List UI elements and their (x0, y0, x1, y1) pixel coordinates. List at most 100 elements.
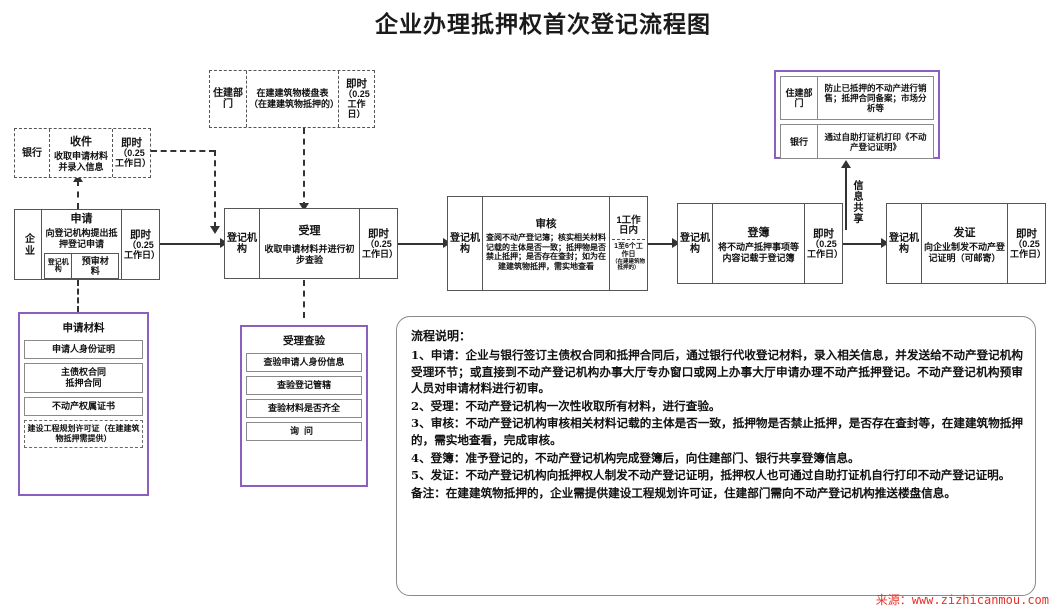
node-accept-time-sub: （0.25工作日） (362, 238, 399, 259)
node-review-time: 1工作日内 1至6个工作日 （在建建筑物抵押的） (609, 197, 647, 290)
explanation-line-4: 4、登簿：准予登记的，不动产登记机构完成登簿后，向住建部门、银行共享登簿信息。 (411, 450, 860, 465)
material-item-2: 主债权合同 抵押合同 (24, 363, 143, 393)
node-enterprise-apply-heading: 申请 (70, 213, 93, 225)
connector-accept-to-review (398, 243, 446, 245)
node-issue: 登记机构 发证 向企业制发不动产登记证明（可邮寄） 即时 （0.25工作日） (886, 203, 1046, 284)
node-prereview-actor: 登记机构 (47, 258, 69, 274)
explanation-line-2: 2、受理：不动产登记机构一次性收取所有材料，进行查验。 (411, 398, 721, 413)
node-issue-body: 发证 向企业制发不动产登记证明（可邮寄） (921, 204, 1007, 283)
node-accept-actor: 登记机构 (227, 232, 257, 255)
node-housing-dept-desc: 在建建筑物楼盘表（在建建筑物抵押的） (249, 88, 340, 109)
node-record-time-main: 即时 (813, 227, 834, 240)
node-review-time-alt-value: 1至6个工作日 (614, 242, 643, 258)
application-materials-title: 申请材料 (62, 322, 105, 334)
node-bank-receive-time-main: 即时 (121, 137, 142, 149)
node-bank-receive-heading: 收件 (70, 136, 92, 148)
material-item-4: 建设工程规划许可证（在建建筑物抵押需提供） (24, 420, 143, 448)
node-bank-receive-time-sub: （0.25工作日） (115, 148, 152, 168)
explanation-line-1: 1、申请：企业与银行签订主债权合同和抵押合同后，通过银行代收登记材料，录入相关信… (411, 348, 1023, 396)
node-enterprise-apply-actor: 企业 (22, 232, 34, 257)
node-enterprise-apply-desc: 向登记机构提出抵押登记申请 (45, 228, 118, 249)
explanation-line-6: 备注：在建建筑物抵押的，企业需提供建设工程规划许可证，住建部门需向不动产登记机构… (411, 485, 956, 500)
connector-bank-down (214, 150, 216, 228)
accept-check-item-3: 查验材料是否齐全 (246, 399, 362, 418)
info-share-row-housing: 住建部门 防止已抵押的不动产进行销售；抵押合同备案；市场分析等 (780, 76, 934, 120)
info-share-housing-actor: 住建部门 (781, 77, 818, 119)
accept-check-item-2: 查验登记管辖 (246, 376, 362, 395)
node-review-time-main: 1工作日内 (616, 214, 641, 236)
watermark-prefix: 来源： (875, 593, 912, 607)
node-record-desc: 将不动产抵押事项等内容记载于登记簿 (717, 241, 799, 263)
info-share-row-bank: 银行 通过自助打证机打印《不动产登记证明》 (780, 124, 934, 159)
node-record-time: 即时 （0.25工作日） (804, 204, 844, 283)
node-bank-receive-actor: 银行 (22, 147, 42, 159)
node-record-time-sub: （0.25工作日） (807, 238, 844, 259)
accept-check-item-1: 查验申请人身份信息 (246, 353, 362, 372)
info-share-bank-actor: 银行 (781, 125, 818, 158)
node-accept-heading: 受理 (298, 224, 321, 237)
accept-check-panel: 受理查验 查验申请人身份信息 查验登记管辖 查验材料是否齐全 询问 (240, 325, 368, 487)
connector-housing-to-accept (303, 128, 305, 208)
node-bank-receive: 银行 收件 收取申请材料并录入信息 即时 （0.25工作日） (14, 128, 151, 178)
node-issue-time-main: 即时 (1016, 227, 1037, 240)
explanation-line-5: 5、发证：不动产登记机构向抵押权人制发不动产登记证明，抵押权人也可通过自助打证机… (411, 468, 1011, 483)
node-issue-time: 即时 （0.25工作日） (1007, 204, 1046, 283)
node-issue-desc: 向企业制发不动产登记证明（可邮寄） (924, 241, 1006, 263)
material-item-1: 申请人身份证明 (24, 340, 143, 359)
arrow-info-share (841, 160, 851, 168)
node-enterprise-apply-time: 即时 （0.25工作日） (121, 210, 161, 279)
node-record-body: 登簿 将不动产抵押事项等内容记载于登记簿 (712, 204, 804, 283)
node-prereview-text: 预审材料 (71, 254, 118, 278)
connector-apply-to-bank (77, 180, 79, 209)
arrow-bank-down (210, 226, 220, 234)
explanation-title: 流程说明： (411, 329, 472, 343)
connector-apply-to-accept (160, 243, 222, 245)
accept-check-item-4: 询问 (246, 422, 362, 441)
node-bank-receive-time: 即时 （0.25工作日） (112, 129, 152, 177)
node-enterprise-apply-time-main: 即时 (130, 228, 151, 241)
info-share-housing-text: 防止已抵押的不动产进行销售；抵押合同备案；市场分析等 (824, 83, 927, 113)
arrow-apply-to-bank (73, 174, 83, 182)
application-materials-panel: 申请材料 申请人身份证明 主债权合同 抵押合同 不动产权属证书 建设工程规划许可… (18, 312, 149, 496)
node-bank-receive-body: 收件 收取申请材料并录入信息 (49, 129, 112, 177)
node-prereview-mini-box: 登记机构 预审材料 (44, 253, 119, 279)
node-housing-dept: 住建部门 在建建筑物楼盘表（在建建筑物抵押的） 即时 （0.25工作日） (209, 70, 375, 128)
node-enterprise-apply: 企业 申请 向登记机构提出抵押登记申请 登记机构 预审材料 即时 （0.25工作… (14, 209, 160, 280)
node-review-heading: 审核 (535, 218, 557, 230)
page-title: 企业办理抵押权首次登记流程图 (375, 12, 711, 38)
connector-review-to-record (648, 243, 676, 245)
arrow-record-to-issue (881, 238, 889, 248)
explanation-line-3: 3、审核：不动产登记机构审核相关材料记载的主体是否一致，抵押物是否禁止抵押，是否… (411, 416, 1023, 447)
node-issue-actor: 登记机构 (889, 232, 919, 255)
time-separator (612, 238, 645, 240)
node-review-body: 审核 查阅不动产登记簿；核实相关材料记载的主体是否一致；抵押物是否禁止抵押；是否… (482, 197, 609, 290)
arrow-housing-to-accept (299, 203, 309, 211)
arrow-review-to-record (672, 238, 680, 248)
node-record: 登记机构 登簿 将不动产抵押事项等内容记载于登记簿 即时 （0.25工作日） (677, 203, 843, 284)
node-accept-body: 受理 收取申请材料并进行初步查验 (259, 209, 359, 278)
node-bank-receive-desc: 收取申请材料并录入信息 (53, 151, 108, 172)
material-item-2-line2: 抵押合同 (65, 378, 102, 388)
watermark-url: www.zizhicanmou.com (911, 593, 1049, 607)
node-accept-desc: 收取申请材料并进行初步查验 (264, 243, 355, 265)
node-review-desc: 查阅不动产登记簿；核实相关材料记载的主体是否一致；抵押物是否禁止抵押；是否存在查… (486, 233, 606, 271)
node-enterprise-apply-body: 申请 向登记机构提出抵押登记申请 登记机构 预审材料 (41, 210, 121, 279)
node-record-actor: 登记机构 (680, 232, 710, 255)
material-item-3: 不动产权属证书 (24, 397, 143, 416)
node-issue-heading: 发证 (953, 226, 976, 239)
node-accept-time: 即时 （0.25工作日） (359, 209, 399, 278)
info-share-bank-text: 通过自助打证机打印《不动产登记证明》 (824, 131, 927, 152)
info-share-panel: 住建部门 防止已抵押的不动产进行销售；抵押合同备案；市场分析等 银行 通过自助打… (774, 70, 940, 159)
node-accept-time-main: 即时 (368, 227, 389, 240)
source-watermark: 来源：www.zizhicanmou.com (876, 591, 1049, 608)
connector-check-to-accept (303, 280, 305, 318)
node-housing-dept-time-main: 即时 (346, 78, 367, 90)
node-enterprise-apply-time-sub: （0.25工作日） (124, 239, 161, 260)
node-review-time-alt-note: （在建建筑物抵押的） (612, 258, 646, 272)
info-share-label: 信息共享 (851, 180, 862, 224)
node-housing-dept-actor: 住建部门 (213, 88, 243, 110)
connector-materials-to-apply (77, 280, 79, 312)
material-item-2-line1: 主债权合同 (60, 367, 106, 377)
node-review: 登记机构 审核 查阅不动产登记簿；核实相关材料记载的主体是否一致；抵押物是否禁止… (447, 196, 648, 291)
